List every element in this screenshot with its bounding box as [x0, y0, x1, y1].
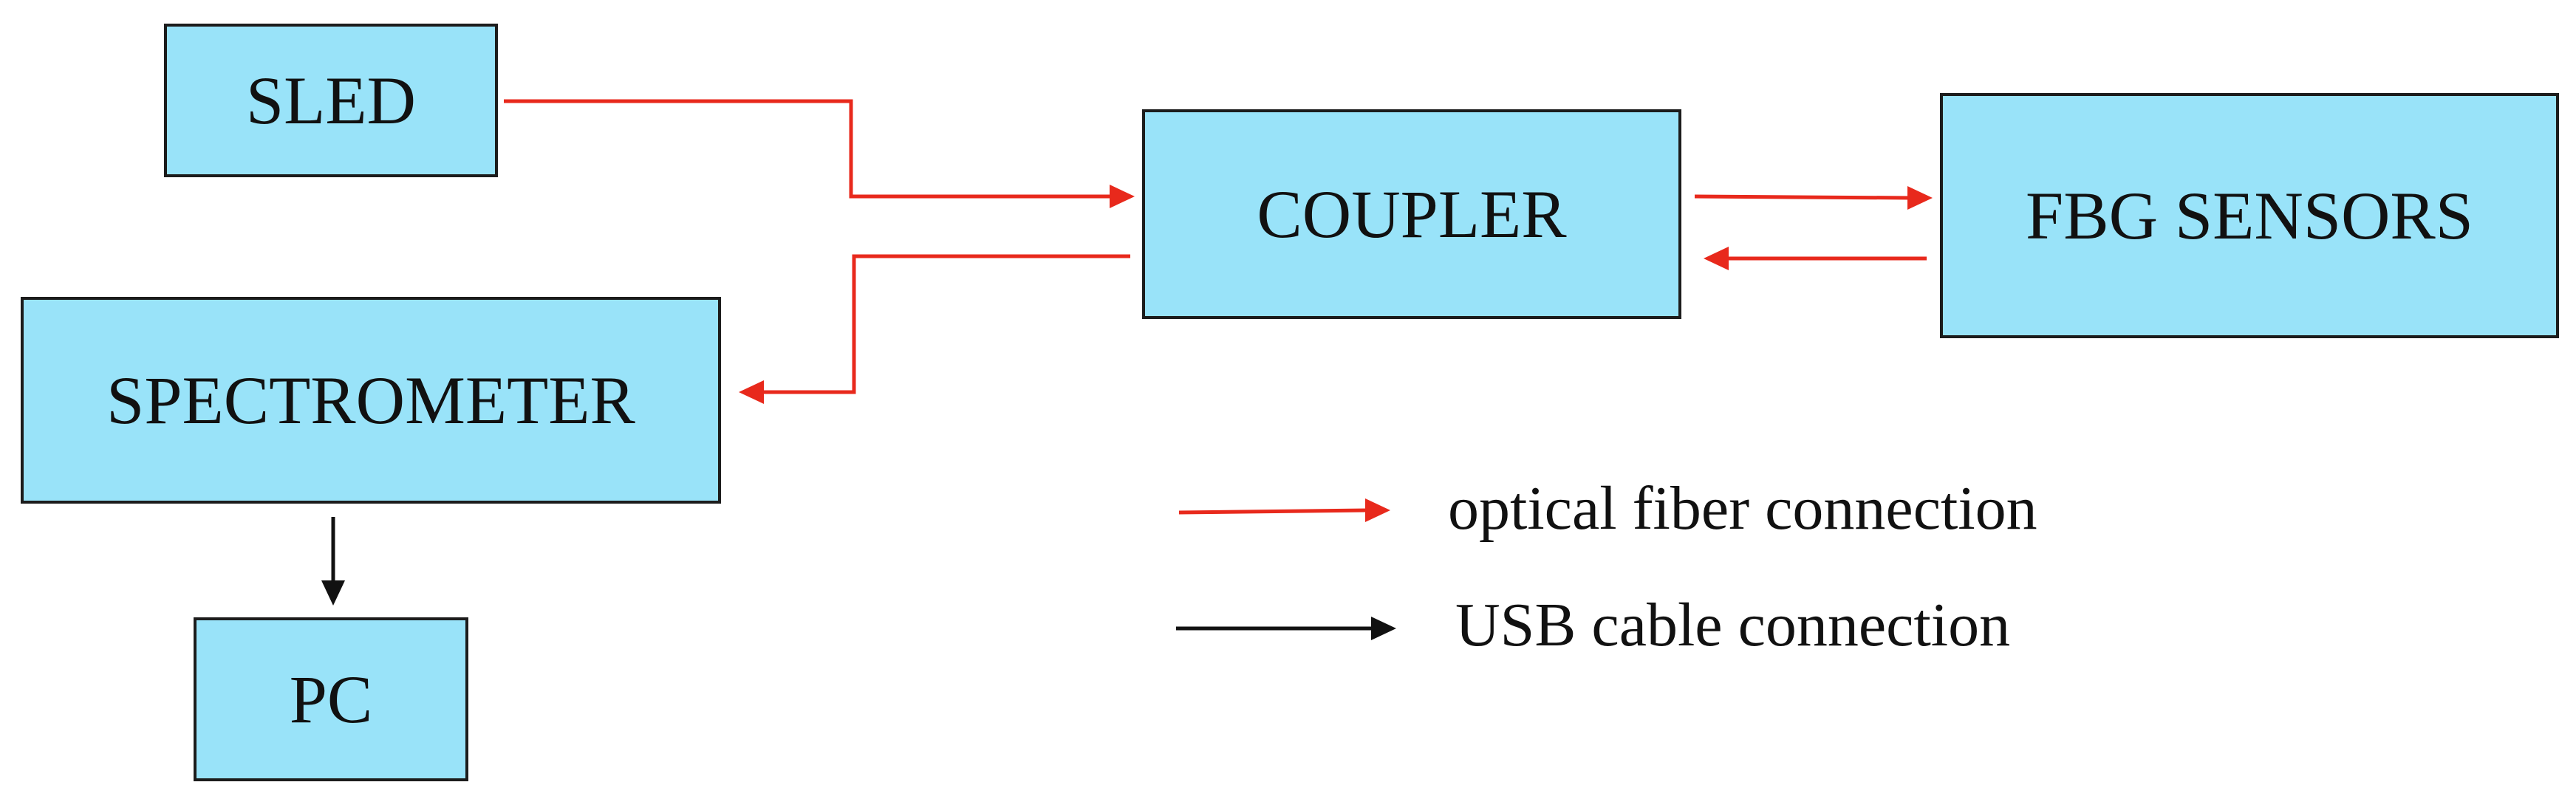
legend-usb-arrowhead	[1371, 617, 1396, 640]
sled-block: SLED	[164, 24, 498, 177]
fbg-sensors-label: FBG SENSORS	[2026, 178, 2473, 253]
arrowhead-spectrometer-to-pc	[321, 580, 345, 606]
legend-fiber-label: optical fiber connection	[1448, 474, 2037, 543]
fiber-coupler-to-spectrometer	[761, 254, 1130, 394]
spectrometer-label: SPECTROMETER	[106, 363, 635, 438]
fiber-sled-to-coupler	[504, 99, 1112, 199]
legend-fiber-arrowhead	[1365, 498, 1390, 522]
spectrometer-block: SPECTROMETER	[21, 297, 721, 504]
arrowhead-sled-to-coupler	[1110, 185, 1135, 208]
fiber-coupler-to-fbg	[1694, 194, 1911, 200]
legend-usb-label: USB cable connection	[1455, 591, 2011, 659]
arrowhead-fbg-to-coupler	[1704, 247, 1729, 270]
arrowhead-coupler-to-spectrometer	[739, 380, 764, 404]
pc-label: PC	[289, 662, 373, 737]
coupler-label: COUPLER	[1257, 176, 1567, 252]
arrowhead-coupler-to-fbg	[1907, 186, 1933, 210]
pc-block: PC	[194, 617, 468, 781]
coupler-block: COUPLER	[1142, 109, 1681, 319]
legend-fiber-line	[1178, 508, 1367, 515]
sled-label: SLED	[246, 63, 416, 138]
fbg-sensors-block: FBG SENSORS	[1940, 93, 2559, 338]
